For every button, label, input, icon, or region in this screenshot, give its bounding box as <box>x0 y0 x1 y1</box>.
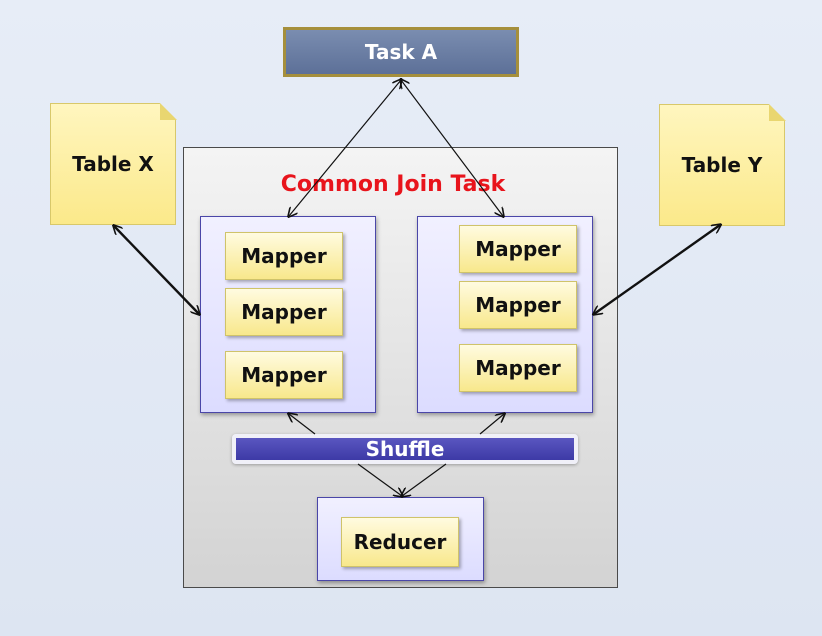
task-a-node: Task A <box>283 27 519 77</box>
arrow-table-y-to-right-group <box>594 225 720 314</box>
table-x-label: Table X <box>72 152 154 176</box>
left-mapper-3: Mapper <box>225 351 343 399</box>
arrow-shuffle-to-reducer-left <box>357 463 402 496</box>
reducer-label: Reducer <box>353 530 447 554</box>
task-a-label: Task A <box>364 40 438 64</box>
reducer-box: Reducer <box>341 517 459 567</box>
table-y-label: Table Y <box>681 153 763 177</box>
arrow-shuffle-to-reducer-right <box>402 463 447 496</box>
arrow-shuffle-to-left-group <box>289 414 316 435</box>
right-mapper-3-label: Mapper <box>475 356 561 380</box>
left-mapper-1: Mapper <box>225 232 343 280</box>
right-mapper-1: Mapper <box>459 225 577 273</box>
shuffle-label: Shuffle <box>365 437 445 461</box>
right-mapper-2-label: Mapper <box>475 293 561 317</box>
table-y-node: Table Y <box>659 104 785 226</box>
left-mapper-3-label: Mapper <box>241 363 327 387</box>
right-mapper-3: Mapper <box>459 344 577 392</box>
shuffle-bar: Shuffle <box>232 434 578 464</box>
left-mapper-2-label: Mapper <box>241 300 327 324</box>
arrow-shuffle-to-right-group <box>479 414 504 435</box>
left-mapper-2: Mapper <box>225 288 343 336</box>
arrow-table-x-to-left-group <box>114 226 199 314</box>
left-mapper-1-label: Mapper <box>241 244 327 268</box>
arrow-task-a-to-left-group <box>289 80 401 216</box>
right-mapper-1-label: Mapper <box>475 237 561 261</box>
right-mapper-2: Mapper <box>459 281 577 329</box>
arrow-task-a-to-right-group <box>401 80 503 216</box>
